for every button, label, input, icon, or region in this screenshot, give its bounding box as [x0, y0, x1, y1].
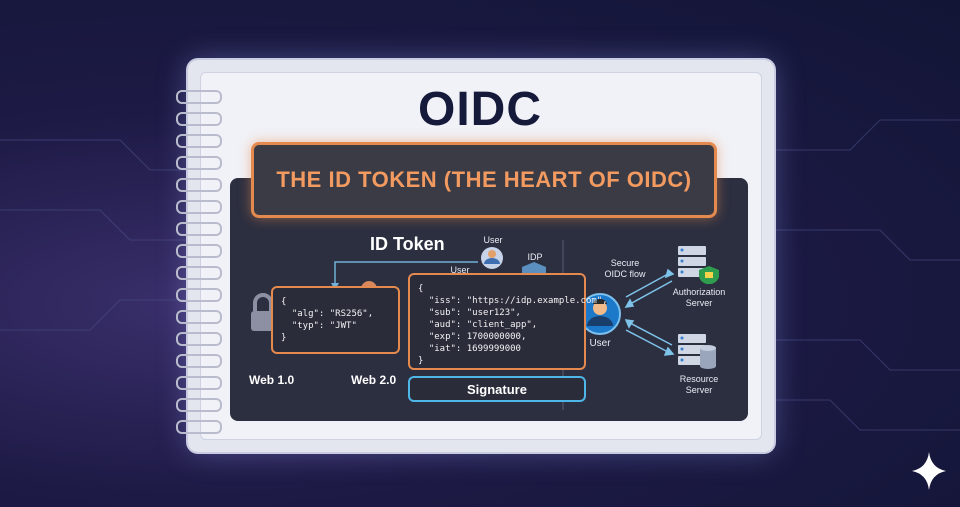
idp-label: IDP — [527, 252, 543, 262]
spiral-ring — [176, 332, 222, 346]
spiral-ring — [176, 398, 222, 412]
signature-box: Signature — [408, 376, 586, 402]
user-top-label: User — [483, 235, 503, 245]
spiral-ring — [176, 156, 222, 170]
spiral-ring — [176, 288, 222, 302]
auth-server-label-1: Authorization — [672, 287, 726, 297]
shield-icon — [522, 262, 546, 276]
spiral-ring — [176, 244, 222, 258]
jwt-payload-box: { "iss": "https://idp.example.com", "sub… — [408, 273, 608, 370]
spiral-ring — [176, 222, 222, 236]
auth-server-label-2: Server — [685, 298, 713, 308]
web2-label: Web 2.0 — [351, 373, 397, 387]
secure-flow-label-1: Secure — [610, 258, 640, 268]
spiral-ring — [176, 376, 222, 390]
id-token-heading: ID Token — [370, 234, 445, 254]
spiral-ring — [176, 200, 222, 214]
sparkle-icon — [912, 452, 946, 490]
jwt-header-code: { "alg": "RS256", "typ": "JWT" } — [281, 297, 374, 343]
spiral-ring — [176, 112, 222, 126]
page-title: OIDC — [418, 83, 542, 136]
person-icon — [481, 247, 503, 269]
person-icon — [579, 293, 621, 335]
web1-label: Web 1.0 — [249, 373, 295, 387]
resource-server-label-1: Resource — [679, 374, 719, 384]
lock-icon — [251, 293, 275, 331]
banner-text: THE ID TOKEN (THE HEART OF OIDC) — [276, 167, 692, 192]
user-mid-label: User — [450, 265, 470, 275]
section-banner: THE ID TOKEN (THE HEART OF OIDC) — [251, 142, 717, 218]
flow-arrows — [624, 268, 675, 356]
spiral-ring — [176, 354, 222, 368]
shield-icon — [699, 266, 719, 285]
spiral-ring — [176, 90, 222, 104]
user-right-label: User — [589, 338, 611, 349]
spiral-ring — [176, 310, 222, 324]
spiral-ring — [176, 266, 222, 280]
jwt-header-box: { "alg": "RS256", "typ": "JWT" } — [271, 286, 400, 354]
spiral-ring — [176, 134, 222, 148]
database-icon — [700, 345, 716, 369]
jwt-payload-code: { "iss": "https://idp.example.com", "sub… — [418, 284, 608, 366]
spiral-ring — [176, 420, 222, 434]
resource-server-label-2: Server — [685, 385, 713, 395]
server-icon — [678, 334, 706, 365]
secure-flow-label-2: OIDC flow — [604, 269, 646, 279]
connector-arrow — [334, 261, 478, 285]
spiral-ring — [176, 178, 222, 192]
